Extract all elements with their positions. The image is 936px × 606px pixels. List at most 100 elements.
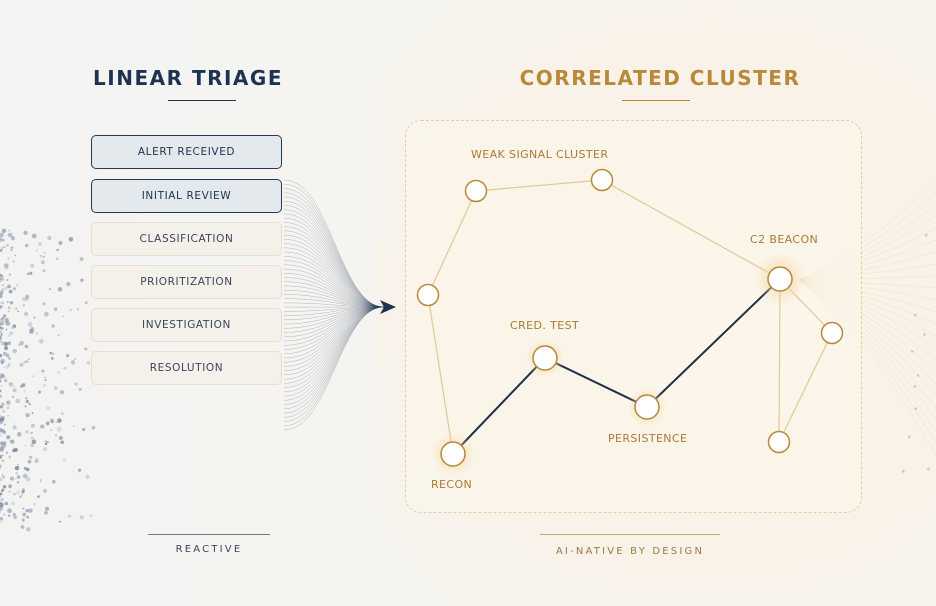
linear-triage-title: LINEAR TRIAGE (93, 66, 283, 90)
dot (12, 425, 17, 430)
step-alert-received: ALERT RECEIVED (91, 135, 282, 169)
dot (67, 514, 72, 518)
funnel-line (283, 196, 385, 308)
dot (18, 343, 21, 347)
dot (30, 436, 34, 440)
funnel-line (283, 298, 385, 308)
dot (32, 375, 35, 378)
funnel-line (283, 306, 385, 414)
dot (12, 512, 16, 517)
funnel-line (283, 251, 385, 308)
dot (52, 480, 56, 484)
dot (0, 323, 2, 326)
dot (72, 425, 75, 428)
dot (0, 394, 2, 398)
funnel-line (283, 306, 385, 393)
dot (0, 316, 5, 321)
fringe-dot (914, 407, 917, 411)
dot (1, 246, 4, 249)
dot (44, 440, 47, 443)
dot (17, 466, 20, 468)
dot (7, 257, 10, 260)
dot (31, 412, 34, 414)
funnel-lines (283, 179, 385, 431)
funnel-line (283, 226, 385, 308)
dot (78, 468, 82, 472)
dot (0, 358, 5, 364)
funnel-line (283, 256, 385, 308)
dot (8, 490, 11, 493)
dot (27, 322, 33, 327)
dot (62, 315, 65, 318)
dot (1, 373, 5, 377)
funnel-line (283, 306, 385, 380)
funnel-line (283, 306, 385, 350)
funnel-line (283, 281, 385, 308)
dot (1, 429, 5, 433)
funnel-line (283, 213, 385, 308)
dot (74, 382, 78, 386)
funnel-line (283, 230, 385, 308)
dot (70, 360, 76, 365)
dot (59, 520, 62, 523)
dot (6, 400, 11, 405)
funnel-line (283, 268, 385, 308)
dot (6, 243, 9, 247)
dot (11, 501, 16, 506)
step-prioritization: PRIORITIZATION (91, 265, 282, 299)
dot (49, 418, 55, 423)
dot (58, 240, 63, 246)
funnel-line (283, 306, 385, 329)
dot (6, 300, 9, 304)
dot (30, 431, 33, 435)
dot (24, 405, 27, 408)
dot (0, 494, 1, 496)
dot (3, 341, 9, 347)
dot (21, 493, 23, 496)
dot (40, 424, 45, 429)
funnel-line (283, 260, 385, 308)
dot (0, 288, 5, 292)
dot (13, 492, 16, 496)
dot (9, 476, 14, 481)
dot (0, 273, 2, 278)
edge-left-recon (427, 294, 454, 455)
dot (1, 474, 4, 476)
dot (15, 307, 18, 310)
fringe-dot (927, 467, 930, 471)
dot (33, 316, 36, 319)
dot (5, 364, 10, 369)
funnel-line (283, 306, 385, 316)
node-persistence (634, 394, 660, 420)
reactive-caption: REACTIVE (175, 544, 243, 555)
label-cred-test: CRED. TEST (510, 319, 580, 332)
dot (20, 384, 24, 388)
dot (8, 273, 11, 276)
fringe-dot (913, 384, 917, 388)
dot-field (0, 228, 96, 532)
fringe-dot (924, 233, 928, 237)
correlated-cluster-title: CORRELATED CLUSTER (519, 66, 801, 90)
dot (30, 443, 35, 448)
dot (0, 467, 1, 470)
dot (20, 525, 25, 529)
dot (16, 284, 19, 287)
dot (57, 287, 63, 292)
dot (46, 406, 51, 411)
dot (25, 360, 29, 364)
dot (43, 447, 48, 452)
dot (0, 511, 1, 514)
dot (16, 481, 20, 484)
dot (0, 380, 2, 383)
dot (35, 332, 38, 335)
dot (3, 513, 6, 516)
dot (0, 385, 3, 387)
dot (85, 474, 90, 479)
funnel-line (283, 272, 385, 308)
node-cred-test (532, 345, 558, 371)
dot (25, 413, 30, 418)
dot (69, 308, 72, 311)
dot (14, 254, 17, 257)
funnel-line (283, 306, 385, 371)
